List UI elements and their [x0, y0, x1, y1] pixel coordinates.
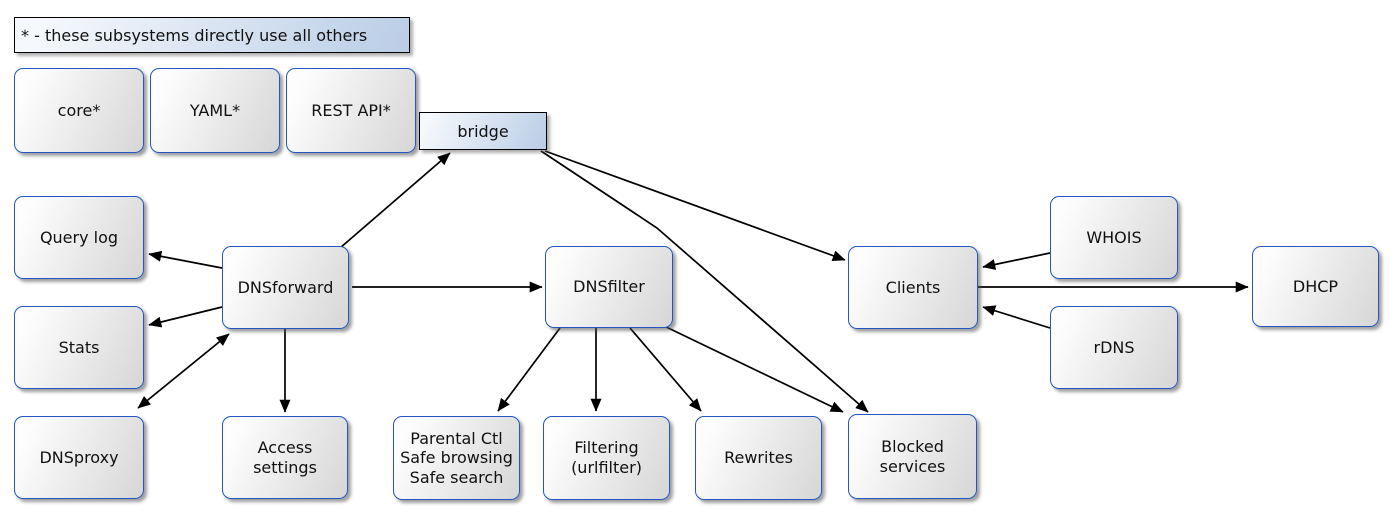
node-clients: Clients [848, 246, 978, 329]
edge-dnsfilter-parental [497, 327, 561, 412]
edge-rdns-clients [982, 305, 1051, 329]
edge-dnsforward-query-log [148, 250, 223, 269]
node-rewrites: Rewrites [695, 416, 822, 500]
legend-note: * - these subsystems directly use all ot… [14, 17, 410, 53]
node-whois: WHOIS [1050, 196, 1178, 279]
node-dnsproxy: DNSproxy [14, 416, 144, 499]
node-query-log: Query log [14, 196, 144, 279]
edge-dnsfilter-blocked-services [661, 324, 844, 413]
node-rest-api: REST API* [286, 68, 416, 153]
node-yaml: YAML* [150, 68, 280, 153]
node-core: core* [14, 68, 144, 153]
node-filtering: Filtering (urlfilter) [543, 416, 670, 500]
edge-whois-clients [982, 252, 1051, 270]
node-access-settings: Access settings [222, 416, 348, 499]
edge-dnsforward-bridge [339, 152, 451, 249]
node-blocked-services: Blocked services [848, 414, 977, 499]
node-dnsfilter: DNSfilter [545, 246, 673, 328]
node-dnsforward: DNSforward [222, 246, 349, 329]
node-bridge: bridge [419, 112, 547, 150]
node-stats: Stats [14, 306, 144, 389]
node-parental: Parental Ctl Safe browsing Safe search [393, 416, 520, 500]
edge-dnsfilter-rewrites [629, 327, 702, 412]
edge-dnsforward-dnsproxy [137, 333, 230, 409]
node-dhcp: DHCP [1252, 246, 1379, 327]
edge-bridge-clients [544, 150, 846, 261]
edge-dnsforward-stats [148, 306, 223, 328]
node-rdns: rDNS [1050, 306, 1178, 389]
